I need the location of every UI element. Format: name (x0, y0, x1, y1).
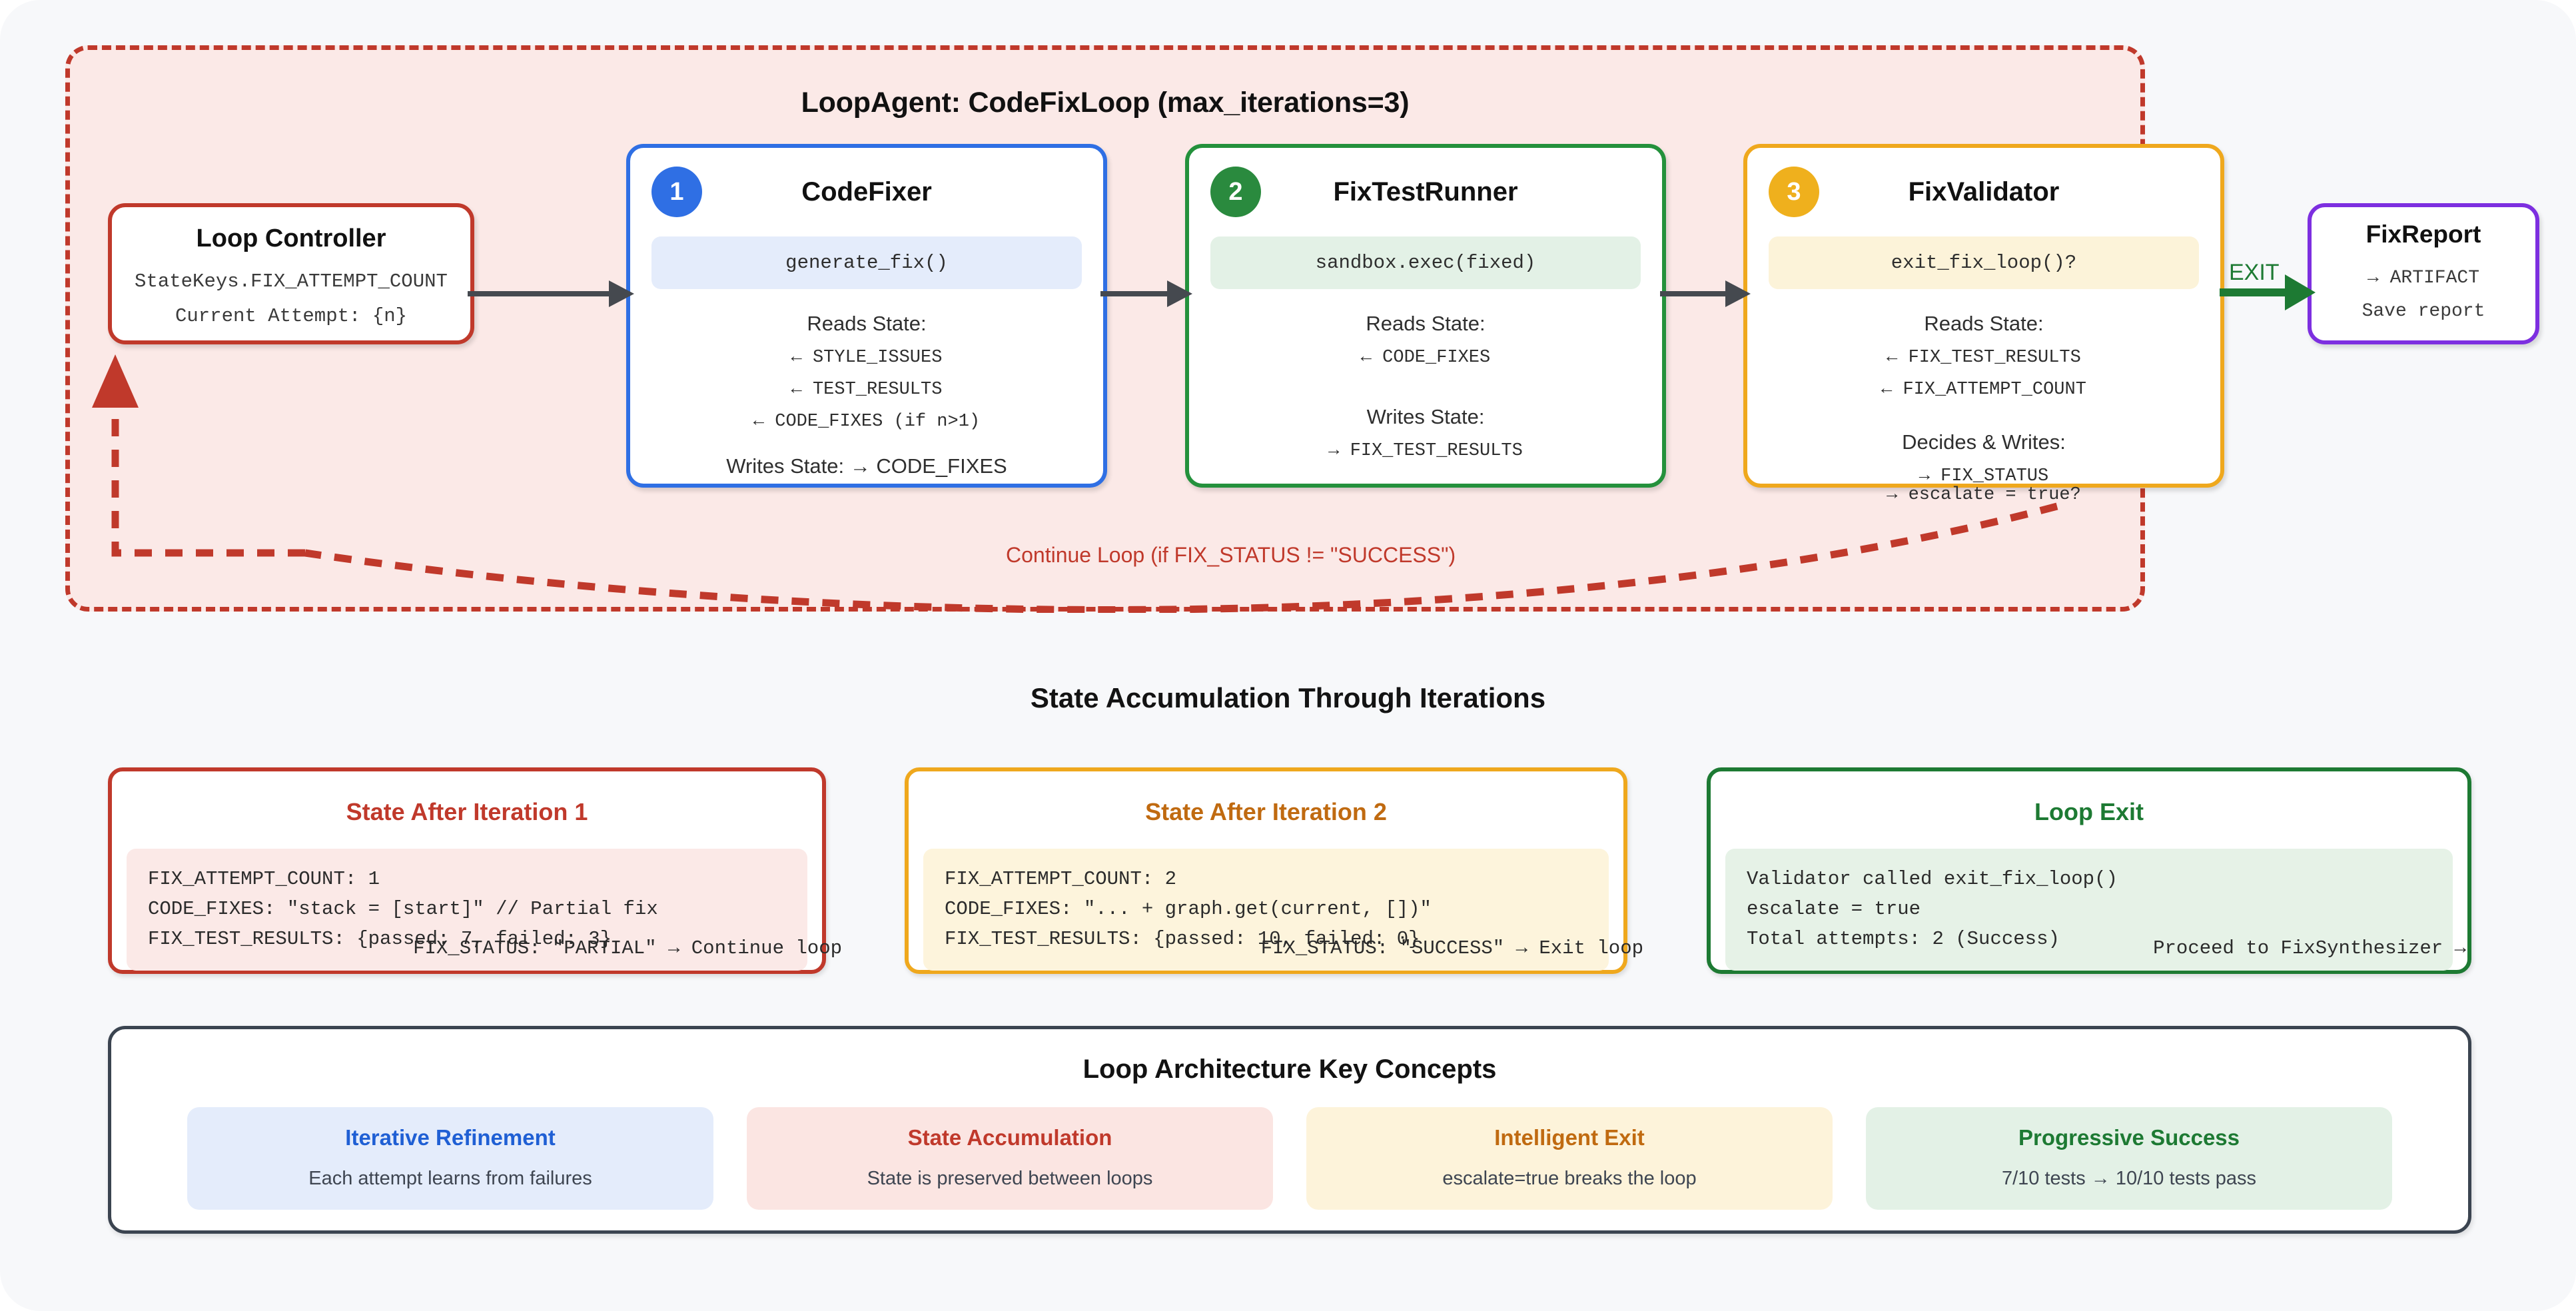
arrow-exit-to-fixreport (2220, 274, 2316, 310)
reads-state-item: ← FIX_ATTEMPT_COUNT (1881, 380, 2086, 400)
concept-state-accumulation[interactable]: State Accumulation State is preserved be… (747, 1107, 1273, 1210)
state-line: CODE_FIXES: "stack = [start]" // Partial… (148, 897, 658, 920)
key-concepts-title: Loop Architecture Key Concepts (1082, 1055, 1497, 1084)
fix-report-artifact: → ARTIFACT (2367, 268, 2480, 288)
agent-step-codefixer[interactable]: 1 CodeFixer generate_fix() Reads State: … (626, 144, 1107, 488)
step-badge-2: 2 (1210, 167, 1261, 217)
step-call-exit-fix-loop: exit_fix_loop()? (1769, 236, 2199, 289)
loop-controller-statekey: StateKeys.FIX_ATTEMPT_COUNT (135, 270, 448, 292)
reads-state-item: ← TEST_RESULTS (791, 380, 943, 400)
state-line: escalate = true (1747, 897, 1921, 920)
state-card-title: State After Iteration 1 (346, 798, 588, 825)
decides-writes-heading: Decides & Writes: (1902, 430, 2066, 454)
concept-intelligent-exit[interactable]: Intelligent Exit escalate=true breaks th… (1306, 1107, 1833, 1210)
state-card-title: State After Iteration 2 (1145, 798, 1387, 825)
writes-state-item: → FIX_STATUS (1919, 466, 2049, 486)
concept-title: Intelligent Exit (1494, 1125, 1645, 1150)
step-call-generate-fix: generate_fix() (651, 236, 1082, 289)
state-card-iteration-1[interactable]: State After Iteration 1 FIX_ATTEMPT_COUN… (108, 767, 842, 974)
state-card-footer: Proceed to FixSynthesizer → (2153, 937, 2466, 959)
state-card-footer: FIX_STATUS: "SUCCESS" → Exit loop (1260, 937, 1643, 959)
writes-state-inline-1: Writes State: → CODE_FIXES (726, 454, 1007, 478)
concept-title: Progressive Success (2018, 1125, 2240, 1150)
state-line: FIX_TEST_RESULTS: {passed: 7, failed: 3} (148, 927, 612, 950)
reads-state-heading-1: Reads State: (807, 312, 927, 335)
state-line: Total attempts: 2 (Success) (1747, 927, 2060, 950)
concept-subtitle: Each attempt learns from failures (308, 1168, 592, 1189)
state-card-title: Loop Exit (2034, 798, 2144, 825)
arrow-controller-to-codefixer (468, 280, 634, 307)
escalate-overflow-text: → escalate = true? (1887, 485, 2081, 505)
step-call-sandbox-exec: sandbox.exec(fixed) (1210, 236, 1641, 289)
concept-subtitle: State is preserved between loops (867, 1168, 1153, 1189)
concept-subtitle: escalate=true breaks the loop (1442, 1168, 1697, 1189)
agent-step-fixtestrunner[interactable]: 2 FixTestRunner sandbox.exec(fixed) Read… (1185, 144, 1666, 488)
writes-state-item: → FIX_TEST_RESULTS (1328, 441, 1523, 461)
reads-state-item: ← CODE_FIXES (if n>1) (753, 412, 981, 432)
concept-progressive-success[interactable]: Progressive Success 7/10 tests → 10/10 t… (1866, 1107, 2392, 1210)
state-card-body: FIX_ATTEMPT_COUNT: 1 CODE_FIXES: "stack … (127, 849, 807, 971)
state-line: CODE_FIXES: "... + graph.get(current, []… (945, 897, 1432, 920)
concept-title: State Accumulation (907, 1125, 1112, 1150)
arrow-fixtestrunner-to-fixvalidator (1660, 280, 1751, 307)
fix-report-node[interactable]: FixReport → ARTIFACT Save report (2308, 203, 2539, 344)
state-card-footer: FIX_STATUS: "PARTIAL" → Continue loop (413, 937, 842, 959)
loop-controller-attempt: Current Attempt: {n} (175, 305, 408, 328)
loop-controller-node[interactable]: Loop Controller StateKeys.FIX_ATTEMPT_CO… (108, 203, 474, 344)
loop-agent-title: LoopAgent: CodeFixLoop (max_iterations=3… (801, 87, 1410, 119)
state-accumulation-heading: State Accumulation Through Iterations (1030, 682, 1546, 713)
step-name-fixtestrunner: FixTestRunner (1333, 177, 1518, 207)
state-card-body: FIX_ATTEMPT_COUNT: 2 CODE_FIXES: "... + … (923, 849, 1609, 971)
key-concepts-panel: Loop Architecture Key Concepts Iterative… (108, 1026, 2471, 1234)
concept-iterative-refinement[interactable]: Iterative Refinement Each attempt learns… (187, 1107, 713, 1210)
state-line: FIX_TEST_RESULTS: {passed: 10, failed: 0… (945, 927, 1420, 950)
step-badge-1: 1 (651, 167, 702, 217)
state-card-body: Validator called exit_fix_loop() escalat… (1725, 849, 2453, 971)
fix-report-title: FixReport (2365, 220, 2481, 248)
fix-report-save: Save report (2361, 301, 2485, 322)
loop-controller-title: Loop Controller (196, 224, 386, 252)
key-concepts-row: Iterative Refinement Each attempt learns… (111, 1107, 2468, 1210)
state-line: FIX_ATTEMPT_COUNT: 1 (148, 868, 380, 890)
continue-loop-label: Continue Loop (if FIX_STATUS != "SUCCESS… (1006, 543, 1456, 567)
concept-subtitle: 7/10 tests → 10/10 tests pass (2001, 1168, 2257, 1189)
exit-label: EXIT (2229, 260, 2280, 285)
reads-state-item: ← CODE_FIXES (1360, 348, 1491, 368)
step-name-fixvalidator: FixValidator (1908, 177, 2060, 207)
state-card-iteration-2[interactable]: State After Iteration 2 FIX_ATTEMPT_COUN… (905, 767, 1643, 974)
writes-state-heading-2: Writes State: (1366, 405, 1485, 428)
reads-state-heading-2: Reads State: (1366, 312, 1486, 335)
step-name-codefixer: CodeFixer (801, 177, 932, 207)
state-card-loop-exit[interactable]: Loop Exit Validator called exit_fix_loop… (1707, 767, 2471, 974)
state-line: Validator called exit_fix_loop() (1747, 868, 2118, 890)
concept-title: Iterative Refinement (345, 1125, 556, 1150)
reads-state-heading-3: Reads State: (1924, 312, 2044, 335)
step-badge-3: 3 (1769, 167, 1819, 217)
arrow-codefixer-to-fixtestrunner (1100, 280, 1192, 307)
state-line: FIX_ATTEMPT_COUNT: 2 (945, 868, 1177, 890)
reads-state-item: ← FIX_TEST_RESULTS (1887, 348, 2081, 368)
agent-step-fixvalidator[interactable]: 3 FixValidator exit_fix_loop()? Reads St… (1743, 144, 2224, 505)
reads-state-item: ← STYLE_ISSUES (791, 348, 943, 368)
